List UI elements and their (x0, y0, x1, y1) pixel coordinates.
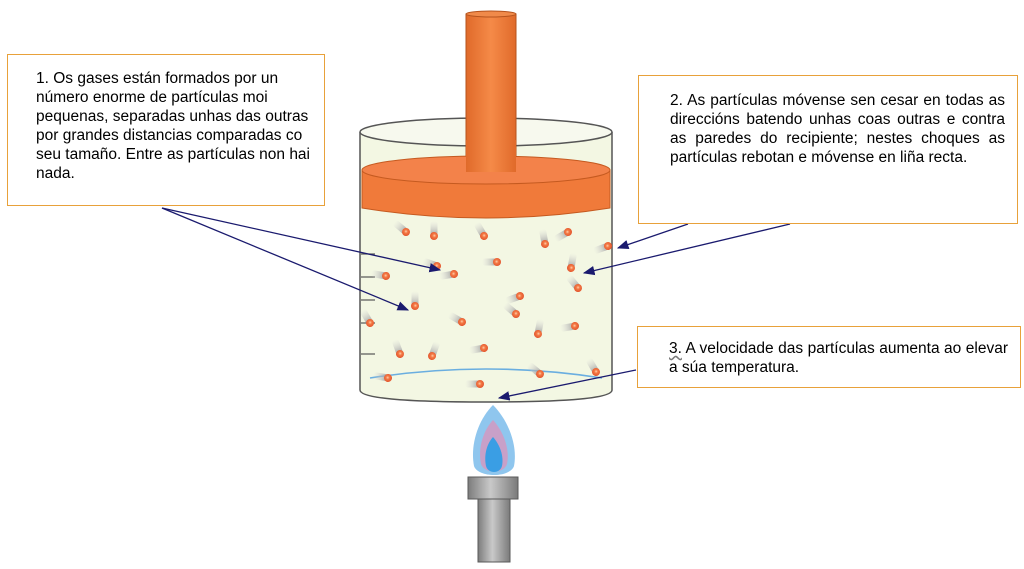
heat-line (369, 368, 603, 379)
gas-particle (560, 322, 579, 332)
callout-note-3: 3. A velocidade das partículas aumenta a… (637, 326, 1021, 388)
arrow-note1-b (161, 207, 410, 311)
flame (472, 405, 515, 475)
gas-particle (448, 312, 466, 326)
gas-particle (439, 270, 458, 280)
gas-particle (465, 380, 484, 388)
gas-particle (566, 275, 582, 292)
arrow-note2-a (616, 223, 689, 250)
gas-particle (567, 253, 577, 272)
gas-particle (505, 292, 524, 304)
gas-particle (411, 291, 419, 310)
note-3-text: A velocidade das partículas aumenta ao e… (669, 340, 1008, 376)
bunsen-burner (467, 405, 519, 563)
arrow-note1-a (161, 207, 442, 273)
gas-particle (554, 228, 572, 242)
note-3-text-wrap: 3. A velocidade das partículas aumenta a… (669, 339, 1008, 377)
gas-particle (371, 270, 390, 280)
arrow-note3 (497, 369, 637, 401)
gas-particle (482, 258, 501, 266)
gas-particle (474, 222, 488, 240)
gas-particle (534, 319, 544, 338)
arrow-note2-b (582, 223, 791, 276)
gas-particle (360, 309, 374, 327)
gas-particle (430, 221, 438, 240)
note-2-text: 2. As partículas móvense sen cesar en to… (670, 92, 1005, 166)
gas-particle (503, 302, 520, 318)
callout-note-1: 1. Os gases están formados por un número… (7, 54, 325, 206)
gas-particle (527, 362, 544, 378)
callout-note-2: 2. As partículas móvense sen cesar en to… (638, 75, 1018, 224)
note-1-text: 1. Os gases están formados por un número… (36, 70, 310, 182)
gas-particles (360, 220, 612, 388)
gas-particle (593, 242, 612, 254)
gas-particle (373, 372, 392, 382)
piston (361, 10, 611, 219)
gas-particle (392, 339, 404, 358)
gas-particle (393, 220, 410, 236)
gas-particle (469, 344, 488, 354)
gas-particle (539, 229, 549, 248)
gas-particle (428, 341, 440, 360)
note-3-number: 3. (669, 340, 682, 357)
callout-arrows (161, 207, 791, 401)
gas-particle (586, 358, 600, 376)
